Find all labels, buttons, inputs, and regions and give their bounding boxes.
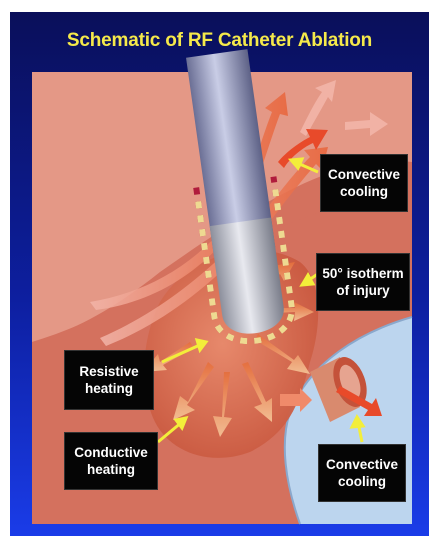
slide: Schematic of RF Catheter Ablation [10, 12, 429, 536]
label-resistive-heating: Resistive heating [64, 350, 154, 410]
label-conductive-heating: Conductive heating [64, 432, 158, 490]
label-isotherm-of-injury: 50° isotherm of injury [316, 253, 410, 311]
label-convective-cooling-bottom: Convective cooling [318, 444, 406, 502]
label-convective-cooling-top: Convective cooling [320, 154, 408, 212]
